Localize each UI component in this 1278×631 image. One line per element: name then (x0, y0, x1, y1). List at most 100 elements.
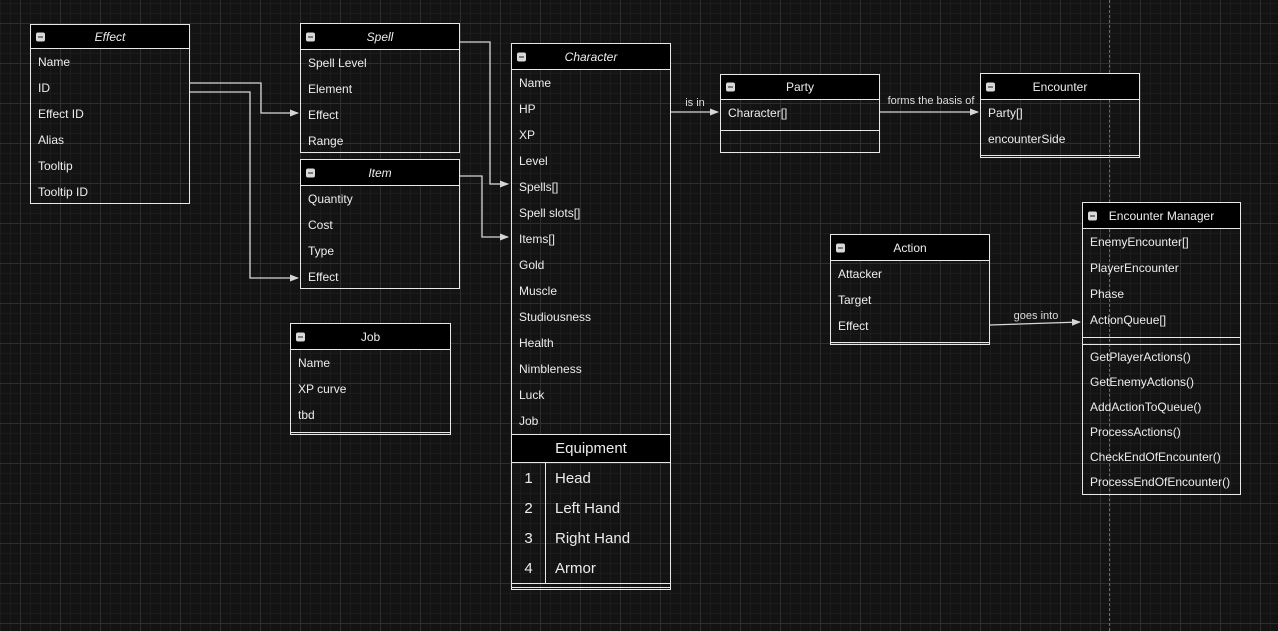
field-row[interactable]: Items[] (519, 232, 556, 246)
field-row[interactable]: ActionQueue[] (1090, 313, 1167, 327)
field-row[interactable]: PlayerEncounter (1090, 261, 1179, 275)
collapse-icon[interactable] (836, 243, 845, 252)
field-row[interactable]: Target (838, 293, 872, 307)
method-row[interactable]: CheckEndOfEncounter() (1090, 449, 1221, 464)
entity-title-text: Party (785, 80, 814, 94)
field-row[interactable]: Element (308, 82, 353, 96)
entity-title-text: Effect (94, 29, 126, 44)
field-row[interactable]: Attacker (838, 267, 883, 281)
method-row[interactable]: AddActionToQueue() (1090, 399, 1202, 414)
edge-action-to-encounter-manager[interactable] (989, 318, 1081, 326)
field-row[interactable]: Range (308, 134, 344, 148)
edge-action-to-encounter-manager-label[interactable]: goes into (1013, 310, 1059, 322)
collapse-icon[interactable] (296, 332, 305, 341)
method-row[interactable]: GetEnemyActions() (1090, 374, 1195, 389)
field-row[interactable]: Phase (1090, 287, 1125, 301)
slot-number: 4 (512, 553, 546, 583)
inner-divider (981, 155, 1139, 156)
method-row[interactable]: ProcessActions() (1090, 424, 1181, 439)
edge-item-to-character-items[interactable] (460, 175, 509, 241)
field-row[interactable]: Name (519, 76, 552, 90)
field-row[interactable]: Effect (838, 319, 869, 333)
field-row[interactable]: Job (519, 414, 539, 428)
field-row[interactable]: tbd (298, 408, 315, 422)
field-row[interactable]: Luck (519, 388, 545, 402)
field-row[interactable]: Spells[] (519, 180, 559, 194)
field-row[interactable]: HP (519, 102, 536, 116)
field-row[interactable]: Spell slots[] (519, 206, 581, 220)
inner-divider (831, 342, 989, 343)
slot-number: 1 (512, 463, 546, 493)
inner-divider (512, 587, 670, 588)
inner-divider (512, 583, 670, 584)
field-row[interactable]: Name (38, 55, 71, 69)
collapse-icon[interactable] (36, 32, 45, 41)
method-row[interactable]: GetPlayerActions() (1090, 349, 1191, 364)
collapse-icon[interactable] (986, 82, 995, 91)
collapse-icon[interactable] (517, 52, 526, 61)
entity-title-bar: Job (291, 324, 450, 350)
field-row[interactable]: XP curve (298, 382, 347, 396)
collapse-icon[interactable] (726, 82, 735, 92)
field-row[interactable]: XP (519, 128, 536, 142)
slot-number: 3 (512, 523, 546, 553)
field-row[interactable]: Effect (308, 108, 339, 122)
field-row[interactable]: Studiousness (519, 310, 592, 324)
field-row[interactable]: Tooltip (38, 159, 73, 173)
method-row[interactable]: ProcessEndOfEncounter() (1090, 474, 1231, 489)
field-row[interactable]: Gold (519, 258, 545, 272)
entity-title-text: Action (893, 240, 927, 255)
methods-section: GetPlayerActions() GetEnemyActions() AddAc… (1083, 344, 1240, 494)
collapse-icon[interactable] (306, 168, 315, 177)
field-row[interactable]: Effect ID (38, 107, 84, 121)
field-row[interactable]: Character[] (728, 106, 788, 120)
field-row[interactable]: Type (308, 244, 335, 258)
edge-effect-to-spell-effect[interactable] (190, 82, 299, 117)
field-row[interactable]: Cost (308, 218, 333, 232)
entity-title-bar: Character (512, 44, 670, 70)
edge-character-to-party-label[interactable]: is in (685, 97, 705, 109)
field-row[interactable]: Tooltip ID (38, 185, 89, 199)
field-row[interactable]: Health (519, 336, 554, 350)
inner-divider (291, 432, 450, 433)
field-row[interactable]: EnemyEncounter[] (1090, 235, 1189, 249)
entity-title-bar: Effect (31, 25, 189, 49)
field-row[interactable]: Spell Level (308, 56, 367, 70)
field-row[interactable]: Alias (38, 133, 65, 147)
field-row[interactable]: Name (298, 356, 331, 370)
edge-spell-to-character-spells[interactable] (460, 41, 509, 188)
slot-number: 2 (512, 493, 546, 523)
field-row[interactable]: encounterSide (988, 132, 1066, 146)
collapse-icon[interactable] (1088, 211, 1097, 220)
collapse-icon[interactable] (306, 32, 315, 41)
field-row[interactable]: Party[] (988, 106, 1023, 120)
entity-title-bar: Encounter Manager (1083, 203, 1240, 229)
field-row[interactable]: Effect (308, 270, 339, 284)
field-row[interactable]: Muscle (519, 284, 558, 298)
field-row[interactable]: Nimbleness (519, 362, 582, 376)
entity-title-bar: Encounter (981, 74, 1139, 100)
edge-effect-to-item-effect[interactable] (190, 91, 299, 282)
field-row[interactable]: Level (519, 154, 548, 168)
edge-party-to-encounter-label[interactable]: forms the basis of (887, 95, 975, 107)
subtable-header: Equipment (512, 434, 670, 463)
entity-title-text: Job (360, 329, 381, 344)
field-row[interactable]: Quantity (308, 192, 353, 206)
field-row[interactable]: ID (38, 81, 50, 95)
entity-title-bar: Action (831, 235, 989, 261)
